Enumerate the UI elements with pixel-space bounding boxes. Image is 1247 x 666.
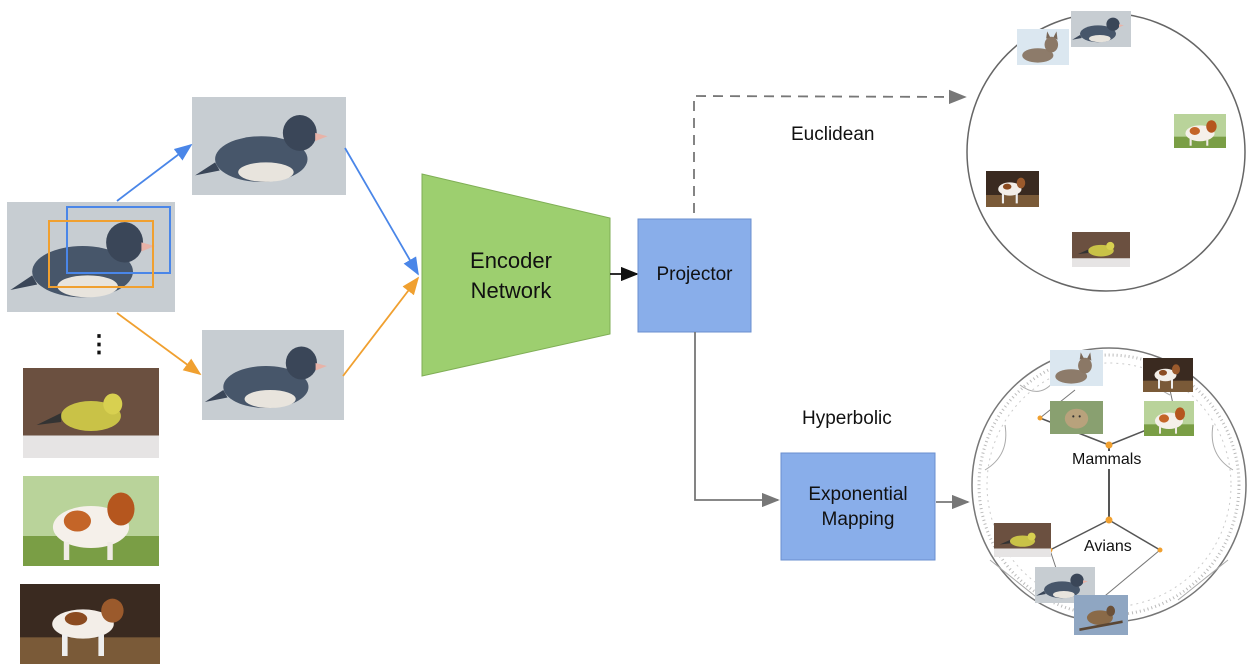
crop-box-blue <box>66 206 171 274</box>
dataset-image-spaniel <box>23 476 159 566</box>
arrow-view-blue-to-encoder <box>344 147 419 276</box>
hyperbolic-goldfinch-thumb <box>994 523 1051 557</box>
hyperbolic-cat-thumb <box>1050 350 1103 386</box>
ellipsis-icon: ⋮ <box>87 331 111 358</box>
euclidean-label: Euclidean <box>791 124 875 145</box>
hyperbolic-sparrow-thumb <box>1074 595 1128 635</box>
mammals-node <box>1105 441 1113 449</box>
arrow-projector-to-exp-map <box>694 332 780 508</box>
exp-map-label: Exponential Mapping <box>781 482 935 532</box>
encoder-network-block <box>421 173 611 377</box>
mammals-label: Mammals <box>1072 451 1142 469</box>
hyperbolic-spaniel-thumb <box>1144 401 1194 436</box>
encoder-label: Encoder Network <box>446 246 576 306</box>
avians-node <box>1105 516 1113 524</box>
encoder-label-line2: Network <box>470 278 552 303</box>
dataset-image-beagle <box>20 584 160 664</box>
avians-label: Avians <box>1084 538 1132 556</box>
hyperbolic-embedding-space <box>971 347 1247 623</box>
exp-map-label-line1: Exponential <box>808 484 908 505</box>
hyperbolic-lynx-thumb <box>1050 401 1103 434</box>
arrow-to-view-blue <box>116 143 193 202</box>
hyperbolic-beagle-thumb <box>1143 358 1193 392</box>
euclidean-junco-thumb <box>1071 11 1131 47</box>
exponential-mapping-block <box>780 452 936 561</box>
input-image-junco <box>7 202 175 312</box>
exp-map-label-line2: Mapping <box>821 509 895 530</box>
euclidean-dashed-arrow <box>693 89 967 213</box>
euclidean-cat-thumb <box>1017 29 1069 65</box>
encoder-label-line1: Encoder <box>470 248 552 273</box>
arrow-to-view-orange <box>116 312 202 376</box>
euclidean-spaniel-thumb <box>1174 114 1226 148</box>
augmented-view-orange <box>202 330 344 420</box>
dataset-image-goldfinch <box>23 368 159 458</box>
arrow-view-orange-to-encoder <box>342 276 420 377</box>
euclidean-beagle-thumb <box>986 171 1039 207</box>
crop-box-orange <box>48 220 154 288</box>
hyperbolic-label: Hyperbolic <box>802 408 892 429</box>
projector-label: Projector <box>656 264 733 285</box>
euclidean-goldfinch-thumb <box>1072 232 1130 267</box>
augmented-view-blue <box>192 97 346 195</box>
